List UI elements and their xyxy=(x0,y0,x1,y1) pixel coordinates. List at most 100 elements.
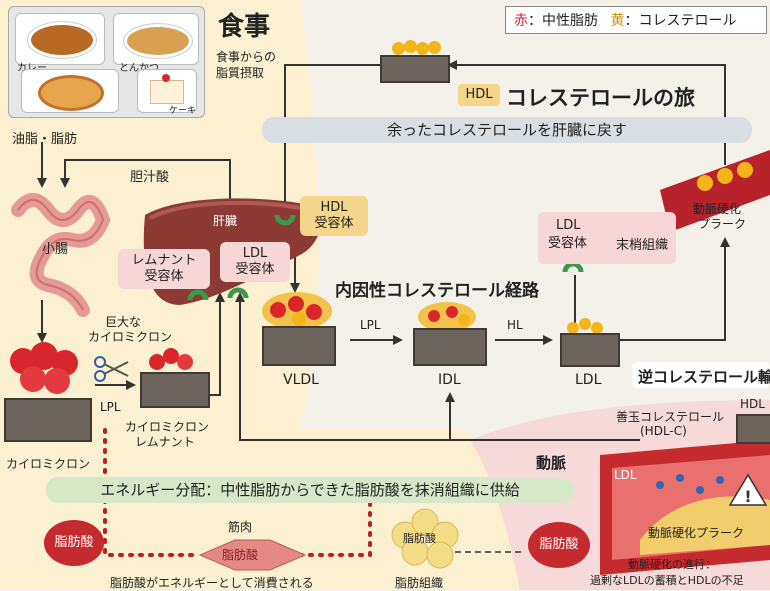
ldl-receptor-box: LDL 受容体 xyxy=(220,242,290,282)
bile-label: 胆汁酸 xyxy=(130,170,170,185)
hl-arrowhead xyxy=(543,335,553,345)
idl-arrowhead xyxy=(445,392,455,402)
artery-ldl-label: LDL xyxy=(614,468,637,482)
peripheral-ldl-line-2: 受容体 xyxy=(548,236,588,251)
hdl-receptor-box: HDL 受容体 xyxy=(300,196,368,236)
oil-label: 油脂・脂肪 xyxy=(12,132,78,147)
reverse-hdl-label: HDL xyxy=(740,397,765,411)
peripheral-receptor-cup xyxy=(562,261,584,273)
pizza-card xyxy=(21,69,119,113)
bile-arrowhead xyxy=(60,178,70,188)
fatty-acid-dotted-path xyxy=(103,428,197,557)
vldl-label: VLDL xyxy=(283,372,319,388)
adipose-label: 脂肪組織 xyxy=(395,576,444,590)
legend-yellow-text: ：コレステロール xyxy=(624,13,737,29)
ldl-cargo xyxy=(565,318,613,336)
scissors-icon xyxy=(94,356,129,382)
chylomicron-cart xyxy=(4,398,92,442)
lpl-left-arrowhead xyxy=(126,380,136,390)
pathway-title: 内因性コレステロール経路 xyxy=(335,281,539,301)
vldl-cargo xyxy=(262,292,332,330)
bile-line xyxy=(64,159,231,200)
meal-subtitle-2: 脂質摂取 xyxy=(216,66,265,80)
artery-plaque-label: 動脈硬化プラーク xyxy=(648,526,745,540)
fatty-acid-right-badge: 脂肪酸 xyxy=(528,522,590,568)
remnant-receptor-line-1: レムナント xyxy=(131,253,197,268)
pathway-lpl-label: LPL xyxy=(360,318,381,332)
idl-cargo xyxy=(418,302,476,332)
muscle-illustration xyxy=(198,539,307,571)
idl-label: IDL xyxy=(438,372,461,388)
energy-region xyxy=(0,430,520,590)
ldl-to-plaque-line xyxy=(610,245,726,341)
tonkatsu-card xyxy=(113,13,199,65)
peripheral-ldl-line-1: LDL xyxy=(556,218,581,233)
chylomicron-label: カイロミクロン xyxy=(6,457,91,471)
giant-chylo-label-2: カイロミクロン xyxy=(88,330,173,344)
vldl-cart xyxy=(262,326,336,366)
liver-label: 肝臓 xyxy=(213,214,238,228)
energy-banner: エネルギー分配：中性脂肪からできた脂肪酸を抹消組織に供給 xyxy=(46,477,574,503)
return-arrowhead xyxy=(447,60,457,70)
ldl-return-arrowhead xyxy=(235,292,245,302)
plaque-artery-illustration xyxy=(660,150,770,232)
pathway-hl-label: HL xyxy=(507,318,523,332)
hdl-receptor-line-1: HDL xyxy=(320,200,348,215)
peripheral-tissue-box: LDL 受容体 末梢組織 xyxy=(538,212,676,264)
remnant-cargo xyxy=(145,348,201,374)
remnant-label-1: カイロミクロン xyxy=(125,420,210,434)
remnant-label-2: レムナント xyxy=(135,435,195,449)
cake-label: ケーキ xyxy=(169,106,197,116)
journey-banner: 余ったコレステロールを肝臓に戻す xyxy=(262,117,752,143)
ldl-receptor-cup xyxy=(227,287,249,299)
meal-food-panel: カレー とんかつ ケーキ xyxy=(8,6,205,118)
hdl-receptor-cup xyxy=(274,214,296,226)
peripheral-tissue-label: 末梢組織 xyxy=(616,238,669,253)
reverse-hdl-cart xyxy=(736,414,770,444)
remnant-receptor-cup xyxy=(187,289,209,301)
adipose-fatty-acid-label: 脂肪酸 xyxy=(403,532,436,545)
fatty-acid-dotted-path-2 xyxy=(298,498,372,557)
remnant-arrowhead xyxy=(215,292,225,302)
small-intestine-label: 小腸 xyxy=(42,242,69,257)
ldl-label: LDL xyxy=(575,372,602,388)
journey-title: コレステロールの旅 xyxy=(506,86,695,110)
artery-label: 動脈 xyxy=(536,454,567,472)
color-legend: 赤：中性脂肪 黄：コレステロール xyxy=(505,6,767,34)
ldl-receptor-line-1: LDL xyxy=(242,246,268,261)
progress-label-2: 過剰なLDLの蓄積とHDLの不足 xyxy=(590,574,744,587)
hdl-to-liver-line xyxy=(284,64,380,205)
muscle-fatty-acid-label: 脂肪酸 xyxy=(222,548,259,562)
giant-chylo-label-1: 巨大な xyxy=(105,315,142,329)
hdl-receptor-line-2: 受容体 xyxy=(314,216,354,231)
chylo-arrowhead xyxy=(37,333,47,343)
vldl-arrowhead xyxy=(290,283,300,293)
plaque-arrowhead xyxy=(720,237,730,247)
tonkatsu-label: とんかつ xyxy=(119,63,159,74)
meal-title: 食事 xyxy=(218,12,271,42)
small-intestine-illustration xyxy=(11,193,111,317)
meal-subtitle-1: 食事からの xyxy=(216,50,277,64)
chylomicron-cargo xyxy=(4,340,84,400)
ldl-return-line xyxy=(239,300,640,441)
reverse-title: 逆コレステロール輸送 xyxy=(638,368,770,386)
consumed-label: 脂肪酸がエネルギーとして消費される xyxy=(110,576,314,590)
adipose-illustration xyxy=(391,508,459,569)
good-cholesterol-line-1: 善玉コレステロール xyxy=(616,410,725,424)
ldl-cart xyxy=(560,333,620,367)
curry-label: カレー xyxy=(17,59,47,74)
idl-cart xyxy=(413,328,487,366)
remnant-cart xyxy=(140,372,210,408)
legend-yellow-key: 黄 xyxy=(610,13,625,29)
reverse-title-bg xyxy=(632,362,770,388)
good-cholesterol-line-2: (HDL-C) xyxy=(640,424,687,438)
remnant-receptor-line-2: 受容体 xyxy=(144,269,184,284)
svg-text:!: ! xyxy=(744,487,751,506)
artery-cross-section: ! xyxy=(600,440,770,575)
lpl-left-label: LPL xyxy=(100,400,121,414)
curry-card xyxy=(15,13,105,65)
legend-red-key: 赤 xyxy=(514,13,528,29)
return-loop-line xyxy=(455,64,726,165)
ldl-receptor-line-2: 受容体 xyxy=(235,262,275,277)
fatty-acid-left-badge: 脂肪酸 xyxy=(44,520,104,566)
